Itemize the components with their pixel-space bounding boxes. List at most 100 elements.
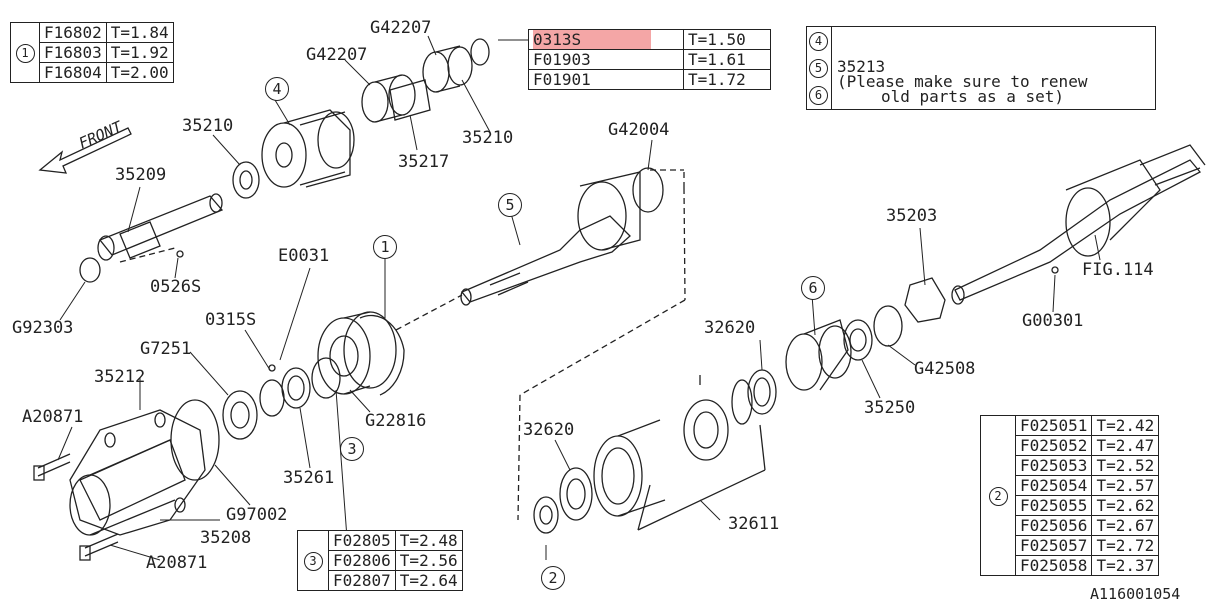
label-32620-left[interactable]: 32620: [523, 420, 575, 440]
label-g42004[interactable]: G42004: [608, 120, 670, 140]
table-cell-part: F025056: [1014, 515, 1093, 536]
shim-3-drawing: [311, 357, 341, 399]
label-35209[interactable]: 35209: [115, 165, 167, 185]
label-35210-left[interactable]: 35210: [182, 116, 234, 136]
snap-ring-35261-drawing: [259, 364, 311, 417]
label-35208[interactable]: 35208: [200, 528, 252, 548]
label-35203[interactable]: 35203: [886, 206, 938, 226]
label-0315s[interactable]: 0315S: [205, 310, 257, 330]
label-32611[interactable]: 32611: [728, 514, 780, 534]
table-cell-part: F01903: [528, 49, 684, 70]
highlighted-part-number[interactable]: 0313S: [533, 30, 652, 49]
callout-2[interactable]: 2: [541, 566, 565, 590]
shaft-35209-drawing: [79, 193, 224, 283]
main-shaft-5-drawing: [460, 167, 684, 306]
label-g42508[interactable]: G42508: [914, 359, 976, 379]
table-cell-part: F16803: [39, 42, 107, 63]
sleeve-35217-drawing: [389, 79, 431, 121]
table-cell-thickness: T=2.64: [394, 570, 463, 591]
table-cell-part: F025053: [1014, 455, 1093, 476]
label-a20871-top[interactable]: A20871: [22, 407, 84, 427]
gear-6-drawing: [785, 319, 852, 391]
table-ref-3: 3: [303, 552, 323, 571]
bearing-g42508-drawing: [843, 305, 903, 361]
spec-table-top: 0313S T=1.50 F01903 T=1.61 F01901 T=1.72: [528, 29, 771, 90]
label-35212[interactable]: 35212: [94, 367, 146, 387]
table-cell-part: F025052: [1014, 435, 1093, 456]
label-32620-top[interactable]: 32620: [704, 318, 756, 338]
hub-sleeve-32611-drawing: [593, 375, 766, 531]
table-cell-thickness: T=2.67: [1091, 515, 1160, 536]
table-cell-thickness: T=2.48: [394, 530, 463, 551]
callout-3[interactable]: 3: [340, 437, 364, 461]
seal-g7251-drawing: [222, 390, 258, 440]
note-line-2: old parts as a set): [881, 87, 1065, 106]
table-cell-part: F02805: [328, 530, 396, 551]
label-fig114[interactable]: FIG.114: [1082, 260, 1154, 280]
callout-4[interactable]: 4: [265, 77, 289, 101]
table-cell-thickness: T=2.72: [1091, 535, 1160, 556]
table-cell-part: F16804: [39, 62, 107, 83]
label-35217[interactable]: 35217: [398, 152, 450, 172]
note-ref-6: 6: [809, 86, 828, 105]
table-cell-part: F02807: [328, 570, 396, 591]
table-cell-thickness: T=2.62: [1091, 495, 1160, 516]
table-cell-thickness: T=1.50: [683, 29, 771, 50]
table-cell-thickness: T=2.42: [1091, 415, 1160, 436]
label-g00301[interactable]: G00301: [1022, 311, 1084, 331]
bearing-g22816-drawing: [317, 311, 405, 396]
note-part-number: 35213: [837, 57, 886, 76]
label-35210-right[interactable]: 35210: [462, 128, 514, 148]
label-e0031[interactable]: E0031: [278, 246, 330, 266]
table-cell-part: F025058: [1014, 555, 1093, 576]
table-cell-part: F025055: [1014, 495, 1093, 516]
dashed-leader-lines: [395, 172, 686, 521]
output-shaft-drawing: [951, 144, 1206, 305]
table-cell-part: F025054: [1014, 475, 1093, 496]
table-cell-part: F01901: [528, 69, 684, 90]
gear-4-drawing: [261, 109, 355, 188]
table-cell-part: F025051: [1014, 415, 1093, 436]
table-ref-1: 1: [15, 44, 35, 63]
label-a20871-bottom[interactable]: A20871: [146, 553, 208, 573]
table-cell-thickness: T=2.37: [1091, 555, 1160, 576]
label-g92303[interactable]: G92303: [12, 318, 74, 338]
spec-table-3: 3 F02805 T=2.48 F02806 T=2.56 F02807 T=2…: [297, 530, 463, 591]
drawing-id: A116001054: [1090, 585, 1181, 603]
table-cell-thickness: T=2.47: [1091, 435, 1160, 456]
bolt-a20871-bottom-drawing: [79, 533, 119, 561]
table-cell-part: F025057: [1014, 535, 1093, 556]
bearing-housing-drawing: [69, 399, 220, 536]
callout-1[interactable]: 1: [373, 235, 397, 259]
table-cell-part: F02806: [328, 550, 396, 571]
table-cell-thickness: T=2.56: [394, 550, 463, 571]
table-cell-thickness: T=1.84: [105, 22, 174, 43]
table-cell-thickness: T=1.61: [683, 49, 771, 70]
note-ref-5: 5: [809, 59, 828, 78]
front-arrow-icon: [38, 127, 132, 174]
table-cell-thickness: T=2.52: [1091, 455, 1160, 476]
table-cell-thickness: T=1.92: [105, 42, 174, 63]
note-line-1: (Please make sure to renew: [837, 72, 1088, 91]
bolt-a20871-top-drawing: [33, 453, 71, 481]
label-g97002[interactable]: G97002: [226, 505, 288, 525]
table-cell-thickness: T=2.57: [1091, 475, 1160, 496]
callout-5[interactable]: 5: [498, 193, 522, 217]
label-g22816[interactable]: G22816: [365, 411, 427, 431]
label-g42207-mid[interactable]: G42207: [306, 45, 368, 65]
collar-35210-left-drawing: [232, 161, 260, 199]
note-box: 4 5 6 35213 (Please make sure to renew o…: [806, 26, 1156, 110]
callout-6[interactable]: 6: [801, 276, 825, 300]
label-g7251[interactable]: G7251: [140, 339, 192, 359]
label-35261[interactable]: 35261: [283, 468, 335, 488]
label-0526s[interactable]: 0526S: [150, 277, 202, 297]
table-cell-part: F16802: [39, 22, 107, 43]
note-ref-4: 4: [809, 32, 828, 51]
label-g42207-top[interactable]: G42207: [370, 18, 432, 38]
sync-ring-32620-left-drawing: [559, 467, 593, 521]
leader-lines: [57, 35, 1101, 566]
label-35250[interactable]: 35250: [864, 398, 916, 418]
